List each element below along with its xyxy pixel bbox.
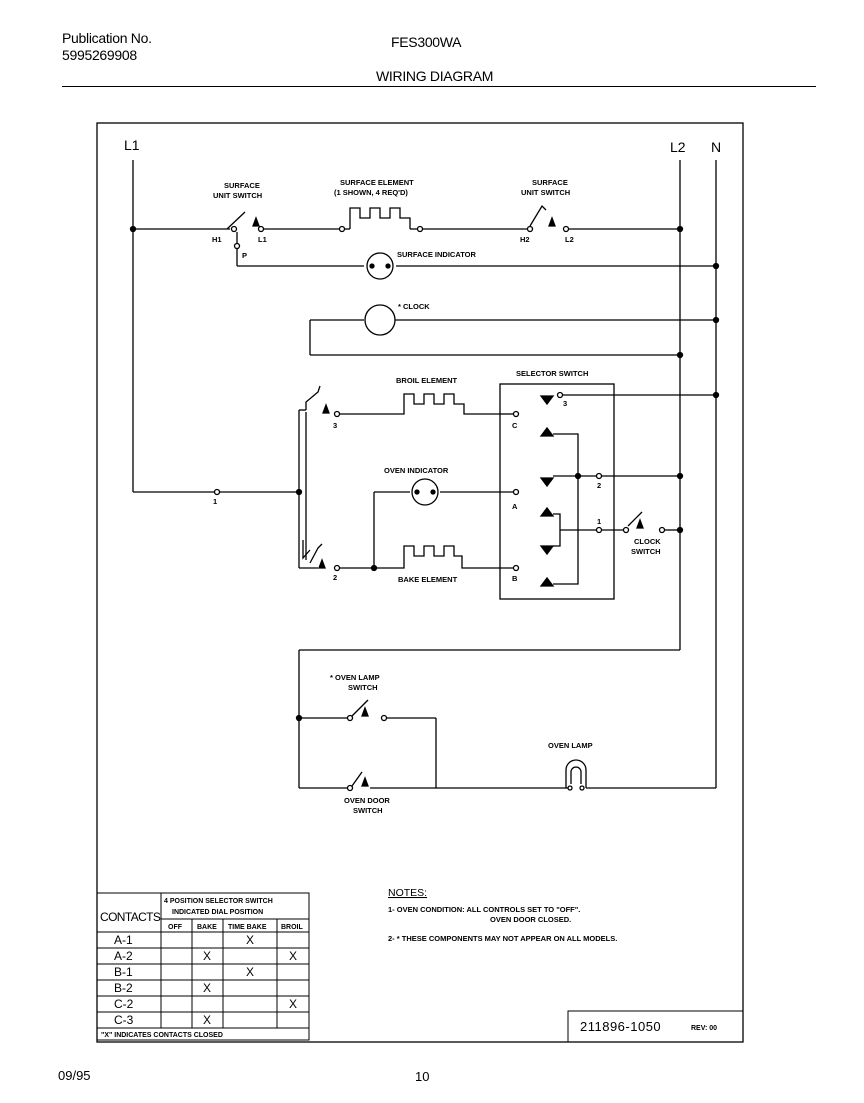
broil-element [396, 393, 500, 415]
contacts-group-header-1: 4 POSITION SELECTOR SWITCH [164, 898, 273, 905]
label-oven-door-switch-1: OVEN DOOR [344, 796, 390, 805]
notes-heading: NOTES: [388, 887, 427, 899]
label-oven-indicator: OVEN INDICATOR [384, 466, 449, 475]
label-position-3: 3 [563, 399, 567, 408]
bus-l1 [132, 160, 299, 493]
col-broil: BROIL [281, 924, 304, 931]
label-surface-indicator: SURFACE INDICATOR [397, 250, 476, 259]
contacts-row-header: CONTACTS [100, 910, 161, 924]
label-position-1: 1 [597, 517, 601, 526]
contact-closed-mark: X [246, 933, 254, 947]
revision: REV: 00 [691, 1025, 717, 1032]
label-term-p: P [242, 251, 247, 260]
note-1b: OVEN DOOR CLOSED. [490, 915, 571, 924]
oven-thermostat [213, 385, 396, 572]
model-number: FES300WA [391, 34, 462, 50]
contact-label: C-3 [114, 1013, 134, 1027]
contact-closed-mark: X [289, 949, 297, 963]
label-term-l2: L2 [565, 235, 574, 244]
label-position-2: 2 [597, 481, 601, 490]
label-clock-switch-1: CLOCK [634, 537, 661, 546]
contacts-footnote: "X" INDICATES CONTACTS CLOSED [101, 1032, 223, 1039]
contact-label: A-2 [114, 949, 133, 963]
drawing-number: 211896-1050 [580, 1019, 661, 1034]
label-n: N [711, 139, 721, 155]
publication-label: Publication No. [62, 30, 152, 46]
label-term-l1: L1 [258, 235, 267, 244]
contact-label: B-1 [114, 965, 133, 979]
label-oven-lamp-switch-1: * OVEN LAMP [330, 673, 380, 682]
page-number: 10 [415, 1069, 430, 1084]
label-oven-door-switch-2: SWITCH [353, 806, 383, 815]
label-surface-element-1: SURFACE ELEMENT [340, 178, 414, 187]
contacts-group-header-2: INDICATED DIAL POSITION [172, 909, 263, 916]
col-off: OFF [168, 924, 183, 931]
label-thermostat-1: 1 [213, 497, 217, 506]
contacts-table [96, 892, 310, 1041]
surface-unit-circuit [129, 204, 720, 280]
selector-switch [499, 383, 720, 600]
contact-label: B-2 [114, 981, 133, 995]
label-surface-unit-switch-left-2: UNIT SWITCH [213, 191, 262, 200]
label-contact-a: A [512, 502, 518, 511]
label-thermostat-2: 2 [333, 573, 337, 582]
footer-date: 09/95 [58, 1068, 91, 1083]
oven-indicator [373, 478, 520, 568]
note-1: 1- OVEN CONDITION: ALL CONTROLS SET TO "… [388, 905, 580, 914]
label-clock-switch-2: SWITCH [631, 547, 661, 556]
label-surface-unit-switch-right-2: UNIT SWITCH [521, 188, 570, 197]
contact-label: C-2 [114, 997, 134, 1011]
label-l1: L1 [124, 137, 140, 153]
label-surface-unit-switch-right-1: SURFACE [532, 178, 568, 187]
clock-switch [601, 511, 684, 534]
contact-closed-mark: X [203, 949, 211, 963]
bake-element [374, 545, 520, 572]
label-term-h2: H2 [520, 235, 530, 244]
label-oven-lamp-switch-2: SWITCH [348, 683, 378, 692]
contact-closed-mark: X [203, 1013, 211, 1027]
label-clock: * CLOCK [398, 302, 430, 311]
contact-closed-mark: X [203, 981, 211, 995]
header-rule [62, 86, 816, 87]
note-2: 2- * THESE COMPONENTS MAY NOT APPEAR ON … [388, 934, 617, 943]
label-selector-switch: SELECTOR SWITCH [516, 369, 588, 378]
contact-closed-mark: X [246, 965, 254, 979]
label-surface-element-2: (1 SHOWN, 4 REQ'D) [334, 188, 408, 197]
label-contact-b: B [512, 574, 518, 583]
diagram-frame [96, 122, 744, 1043]
drawing-number-box [567, 1010, 744, 1043]
page-title: WIRING DIAGRAM [376, 68, 494, 84]
publication-number: 5995269908 [62, 47, 137, 63]
oven-lamp-circuit [295, 649, 716, 792]
label-broil-element: BROIL ELEMENT [396, 376, 458, 385]
label-thermostat-3: 3 [333, 421, 337, 430]
label-l2: L2 [670, 139, 686, 155]
label-term-h1: H1 [212, 235, 222, 244]
clock-circuit [309, 304, 720, 359]
label-contact-c: C [512, 421, 518, 430]
label-bake-element: BAKE ELEMENT [398, 575, 458, 584]
contact-closed-mark: X [289, 997, 297, 1011]
label-surface-unit-switch-left-1: SURFACE [224, 181, 260, 190]
label-oven-lamp: OVEN LAMP [548, 741, 593, 750]
col-time-bake: TIME BAKE [228, 924, 267, 931]
col-bake: BAKE [197, 924, 217, 931]
contact-label: A-1 [114, 933, 133, 947]
